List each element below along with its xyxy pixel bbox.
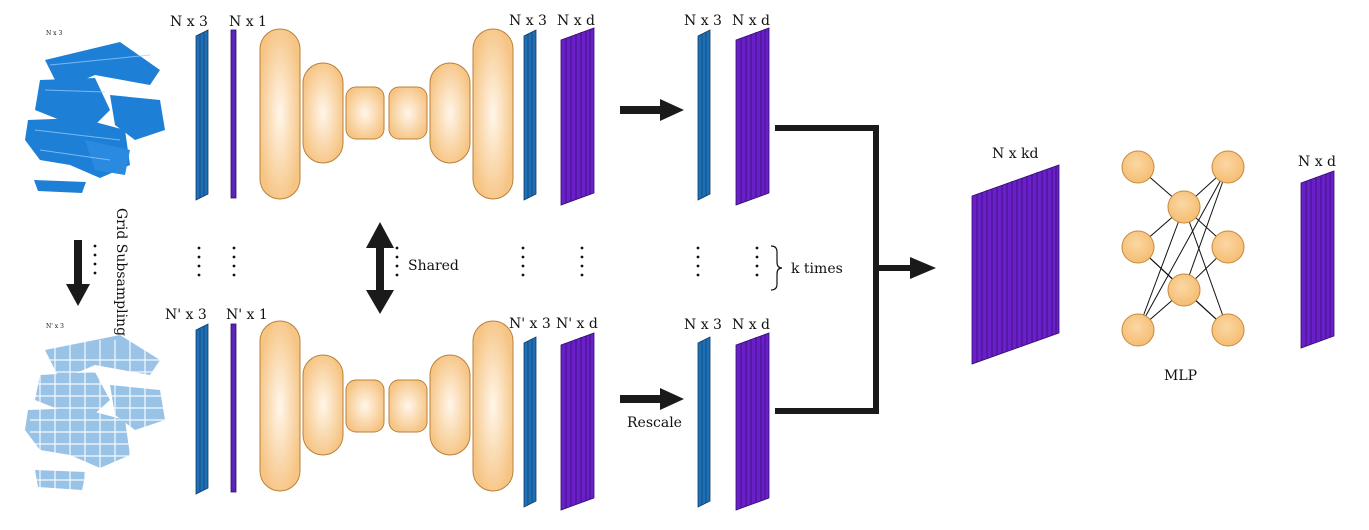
bottom-input-coord-tensor [195,323,209,495]
mlp-node [1121,230,1155,264]
final-label: N x d [1298,154,1336,170]
grid-subsampling-label: Grid Subsampling [113,208,129,336]
top-out-feats-label: N x d [557,13,595,29]
bottom-unet-block-5 [429,354,471,456]
concat-arrowhead [910,257,936,279]
mlp-node [1167,273,1201,307]
bottom-unet-block-2 [302,354,344,456]
top-unet-block-2 [302,62,344,164]
concatenated-feature-tensor [971,164,1060,365]
bottom-unet-block-4 [388,379,428,433]
bottom-output-feature-tensor [560,332,595,511]
top-unet-block-6 [472,28,514,200]
top-out-coords-label: N x 3 [509,13,547,29]
bot-out-coords-label: N' x 3 [509,316,551,332]
bot-in-coords-label: N' x 3 [165,307,207,323]
right-top-feats-label: N x d [732,13,770,29]
right-bottom-feature-tensor [735,332,770,511]
right-top-coords-label: N x 3 [684,13,722,29]
mlp-label: MLP [1164,368,1197,384]
bottom-unet-block-6 [472,320,514,492]
top-forward-arrow [620,99,684,121]
bot-in-ones-label: N' x 1 [226,307,268,323]
mlp-node [1211,150,1245,184]
middle-ellipsis-dots [197,246,759,277]
right-bot-feats-label: N x d [732,317,770,333]
top-unet-block-3 [345,86,385,140]
bottom-input-ones-tensor [230,323,237,493]
concat-connector [775,125,912,414]
top-unet-block-5 [429,62,471,164]
mlp-node [1211,313,1245,347]
grid-subsampling-arrow [66,240,90,306]
top-output-coord-tensor [523,29,537,201]
k-times-label: k times [791,261,843,277]
bottom-unet-block-3 [345,379,385,433]
right-bot-coords-label: N x 3 [684,317,722,333]
mlp-node [1211,230,1245,264]
subsampling-dots [93,244,97,275]
bottom-unet [259,320,514,492]
mlp-node [1121,313,1155,347]
top-unet [259,28,514,200]
mlp-network [1121,150,1245,347]
mlp-node [1121,150,1155,184]
concat-label: N x kd [992,146,1039,162]
top-input-ones-tensor [230,29,237,199]
final-feature-tensor [1300,170,1335,349]
shared-label: Shared [408,258,459,274]
top-output-feature-tensor [560,27,595,206]
right-bottom-coord-tensor [697,336,711,508]
right-top-coord-tensor [697,29,711,201]
rescale-arrow [620,388,684,410]
cloud-top-tag: N x 3 [46,30,62,37]
top-unet-block-4 [388,86,428,140]
cloud-bottom-tag: N' x 3 [46,323,64,330]
shared-double-arrow [366,222,394,314]
dense-point-cloud-image: N x 3 [25,30,165,193]
mlp-node [1167,190,1201,224]
top-input-coord-tensor [195,29,209,201]
rescale-label: Rescale [627,415,682,431]
top-in-ones-label: N x 1 [229,14,267,30]
bot-out-feats-label: N' x d [556,316,598,332]
right-top-feature-tensor [735,27,770,206]
top-in-coords-label: N x 3 [170,14,208,30]
k-times-brace [770,245,783,291]
subsampled-point-cloud-image: N' x 3 [25,323,165,495]
top-unet-block-1 [259,28,301,200]
bottom-unet-block-1 [259,320,301,492]
bottom-output-coord-tensor [523,336,537,508]
